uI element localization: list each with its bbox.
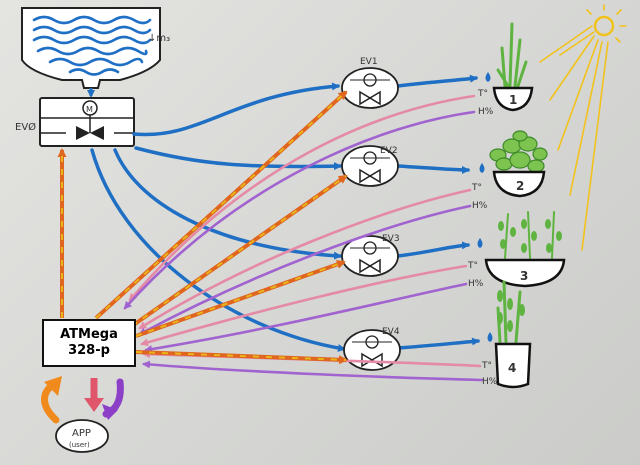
temp-label-4: T° <box>481 361 492 371</box>
water-pipes <box>90 74 480 352</box>
humidity-lines <box>123 110 484 382</box>
humidity-label-4: H% <box>482 377 498 387</box>
pot-3-label: 3 <box>520 269 528 283</box>
temperature-lines <box>128 94 482 368</box>
main-valve: M <box>39 97 135 147</box>
pot-1-label: 1 <box>509 93 517 107</box>
controller-label-line1: ATMega <box>60 327 118 342</box>
valve-ev4-label: EV4 <box>382 327 400 337</box>
water-level-label: ↓m₃ <box>148 33 170 44</box>
main-valve-label: EVØ <box>15 121 36 133</box>
valve-ev3 <box>341 235 399 277</box>
humidity-label-3: H% <box>468 279 484 289</box>
app-label: APP <box>72 428 91 439</box>
humidity-label-1: H% <box>478 107 494 117</box>
pot-1 <box>492 22 534 112</box>
valve-ev2-label: EV2 <box>380 146 398 156</box>
temp-label-1: T° <box>477 89 488 99</box>
valve-ev3-label: EV3 <box>382 234 400 244</box>
pot-4 <box>494 280 532 389</box>
pot-2 <box>489 130 548 198</box>
pot-3 <box>484 211 566 288</box>
controller-label-line2: 328-p <box>68 343 110 358</box>
water-tank <box>21 7 161 89</box>
valve-ev2 <box>341 145 399 187</box>
humidity-label-2: H% <box>472 201 488 211</box>
app-sub-label: (user) <box>69 441 90 449</box>
sun-icon <box>539 4 627 251</box>
user-arrows <box>41 376 124 424</box>
control-lines <box>57 90 348 365</box>
water-waves <box>32 15 152 76</box>
pot-2-label: 2 <box>516 179 524 193</box>
temp-label-3: T° <box>467 261 478 271</box>
svg-text:M: M <box>86 105 93 114</box>
valve-ev1 <box>341 67 399 109</box>
temp-label-2: T° <box>471 183 482 193</box>
valve-ev1-label: EV1 <box>360 57 378 67</box>
microcontroller-box: ATMega 328-p <box>42 319 136 367</box>
water-drop-icons <box>477 72 493 342</box>
pot-4-label: 4 <box>508 361 516 375</box>
app-node <box>55 419 109 453</box>
sensor-labels: T° H% T° H% T° H% T° H% <box>467 89 498 387</box>
